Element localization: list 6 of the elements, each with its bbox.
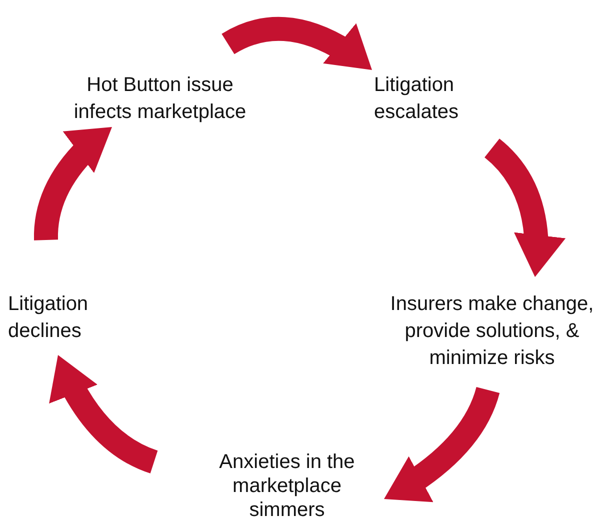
curved-arrow — [484, 138, 565, 278]
step-text: Anxieties in the marketplace simmers — [202, 450, 372, 522]
step-text: Litigation declines — [8, 291, 118, 345]
step-text: Hot Button issue infects marketplace — [70, 72, 250, 126]
step-text: Litigation escalates — [366, 60, 494, 126]
step-text: Insurers make change, provide solutions, & minimize risks — [370, 291, 614, 372]
